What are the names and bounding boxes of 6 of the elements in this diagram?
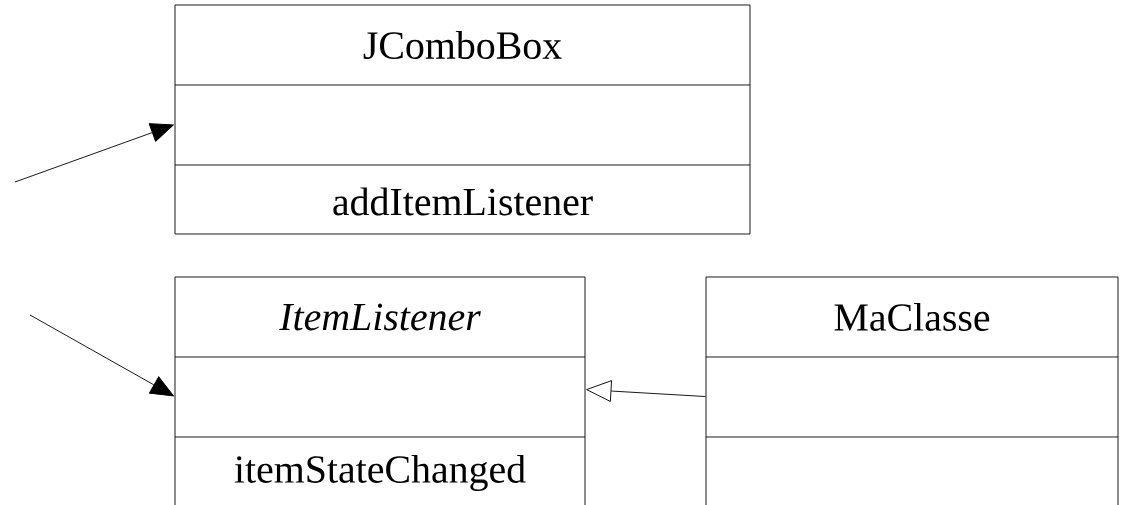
class-box: ItemListener itemStateChanged (174, 276, 586, 505)
class-box: JComboBox addItemListener (174, 4, 751, 235)
arrow (29, 314, 174, 397)
class-box: MaClasse (705, 276, 1119, 505)
arrow (14, 123, 174, 183)
generalization-arrow (586, 380, 706, 402)
